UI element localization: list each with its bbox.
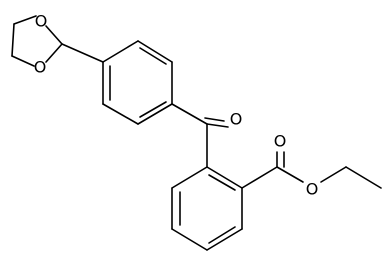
bond-ester-c-o (276, 166, 304, 183)
bond-ketone-co-1 (206, 123, 229, 128)
bond-o-ch2 (320, 166, 347, 183)
bond-lb-3 (171, 228, 208, 251)
atom-o-ring-bottom: O (34, 58, 47, 77)
atom-o-ester-carbonyl: O (274, 132, 287, 151)
bond-lb-double-b (208, 226, 236, 244)
bond-ub-double-b (139, 101, 167, 118)
bond-lb-6 (206, 166, 243, 189)
bond-aryl-carbonyl (171, 103, 208, 125)
bond-ch2-ch3 (345, 166, 382, 189)
bond-acetal-aryl (61, 43, 104, 63)
bond-aryl-ester (241, 166, 278, 189)
atom-o-ketone: O (230, 110, 243, 129)
bond-lb-4 (206, 228, 243, 251)
bond-ub-1 (102, 40, 139, 63)
bond-ring-o2-ch (45, 43, 63, 63)
atom-o-ester-ether: O (306, 180, 319, 199)
dioxolane-ring (11, 15, 63, 67)
bond-lb-double-c (208, 174, 236, 191)
bond-ub-4 (137, 103, 173, 125)
upper-benzene-ring (102, 40, 173, 125)
bond-ring-ch2-o2 (11, 55, 35, 67)
bond-ring-ch2-ch2 (11, 23, 15, 57)
bond-ub-2 (137, 40, 173, 63)
bond-ring-o1-ch2 (13, 15, 37, 25)
atom-labels: O O O O O (34, 12, 319, 199)
bond-ub-5 (102, 103, 139, 125)
bond-lb-1 (171, 166, 208, 189)
bond-ub-double-a (139, 47, 167, 65)
lower-benzene-ring (171, 166, 243, 251)
bond-ring-ch-o1 (45, 25, 63, 45)
bond-ketone-co-2 (204, 117, 225, 122)
atom-o-ring-top: O (35, 12, 48, 31)
